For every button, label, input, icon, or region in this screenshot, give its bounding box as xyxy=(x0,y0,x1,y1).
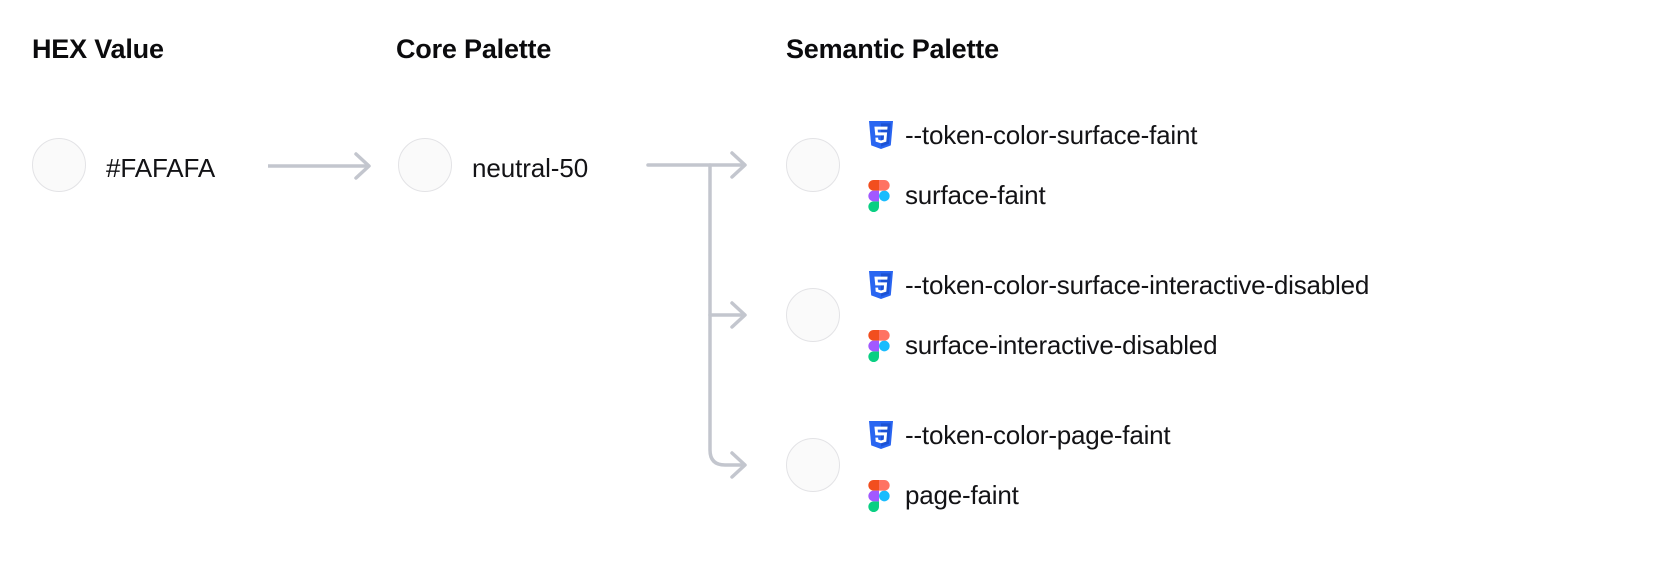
figma-token-row: surface-faint xyxy=(868,180,1046,212)
swatch-core-palette xyxy=(398,138,452,192)
css-token-row: --token-color-surface-interactive-disabl… xyxy=(868,270,1369,300)
figma-token-label: page-faint xyxy=(905,480,1019,510)
css-token-label: --token-color-page-faint xyxy=(905,420,1171,450)
figma-icon xyxy=(868,480,894,512)
column-header-semantic-palette: Semantic Palette xyxy=(786,34,999,64)
swatch-semantic-page-faint xyxy=(786,438,840,492)
figma-token-row: page-faint xyxy=(868,480,1019,512)
core-palette-label: neutral-50 xyxy=(472,153,589,183)
arrow-right-icon-hex-to-core xyxy=(268,152,371,180)
css-token-label: --token-color-surface-faint xyxy=(905,120,1198,150)
css3-icon xyxy=(868,120,894,150)
swatch-hex-value xyxy=(32,138,86,192)
column-header-core-palette: Core Palette xyxy=(396,34,552,64)
branch-connector-lines xyxy=(646,151,747,479)
figma-token-label: surface-faint xyxy=(905,180,1046,210)
swatch-semantic-surface-faint xyxy=(786,138,840,192)
column-header-hex-value: HEX Value xyxy=(32,34,164,64)
figma-token-label: surface-interactive-disabled xyxy=(905,330,1218,360)
figma-icon xyxy=(868,180,894,212)
css-token-label: --token-color-surface-interactive-disabl… xyxy=(905,270,1370,300)
css3-icon xyxy=(868,270,894,300)
css-token-row: --token-color-page-faint xyxy=(868,420,1171,450)
hex-value-label: #FAFAFA xyxy=(106,153,216,183)
figma-token-row: surface-interactive-disabled xyxy=(868,330,1218,362)
swatch-semantic-surface-interactive-disabled xyxy=(786,288,840,342)
css-token-row: --token-color-surface-faint xyxy=(868,120,1197,150)
css3-icon xyxy=(868,420,894,450)
figma-icon xyxy=(868,330,894,362)
